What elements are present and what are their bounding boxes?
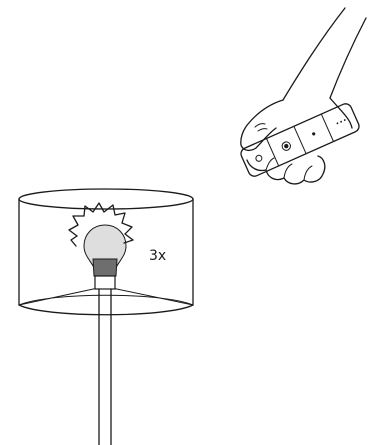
hand-back — [329, 97, 353, 129]
power-icon[interactable] — [255, 154, 263, 162]
lampshade-inner-rim — [18, 294, 194, 306]
bulb-socket — [94, 275, 116, 290]
floor-lamp: 3x — [18, 188, 194, 445]
light-bulb — [83, 224, 127, 290]
glow-rays-icon — [68, 202, 134, 244]
menu-icon[interactable] — [336, 119, 346, 125]
lampshade-bottom — [18, 304, 194, 316]
bulb-base — [92, 258, 118, 279]
thumb — [240, 99, 284, 152]
hand-with-remote — [239, 7, 367, 185]
press-count-label: 3x — [149, 248, 166, 264]
dim-icon[interactable] — [312, 132, 316, 136]
fingers — [246, 155, 326, 185]
lampshade-top — [18, 188, 194, 210]
remote-control[interactable] — [239, 102, 361, 178]
brightness-icon[interactable] — [281, 141, 292, 152]
arm-outline — [282, 7, 346, 101]
arm-outline-back — [329, 17, 367, 99]
